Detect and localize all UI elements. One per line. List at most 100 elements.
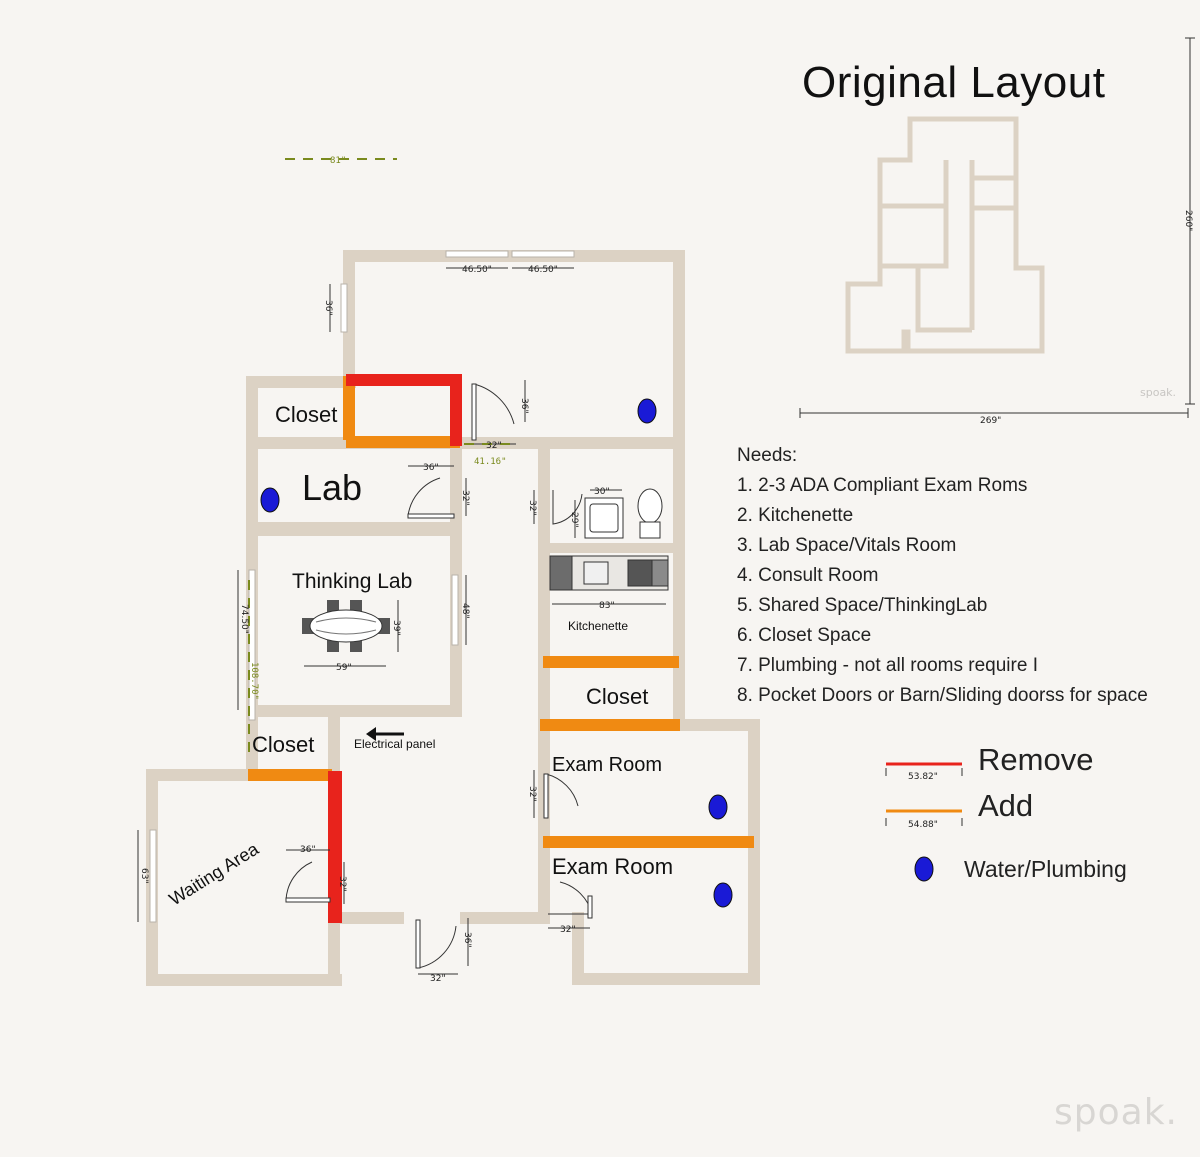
- needs-item: 7. Plumbing - not all rooms require I: [737, 655, 1038, 676]
- door-exam-2: [548, 881, 593, 915]
- legend-remove-line: [885, 762, 963, 776]
- dim-kitchen-83: 83": [599, 601, 615, 611]
- green-dimension-lines: [248, 158, 518, 755]
- dim-bath-door-32: 32": [527, 500, 537, 516]
- doors: [285, 383, 593, 969]
- dim-entry-door-32: 32": [430, 974, 446, 984]
- remove-wall-closet-top: [346, 374, 460, 386]
- legend-remove-label: Remove: [978, 742, 1094, 777]
- add-wall-closet-bottom: [346, 436, 460, 448]
- legend-add-dim: 54.88": [908, 820, 938, 830]
- window-top-right: [511, 250, 575, 258]
- room-label-exam-room-1: Exam Room: [552, 754, 662, 776]
- door-exam-1: [545, 773, 579, 818]
- dim-thinking-window-48: 48": [460, 603, 470, 619]
- door-lab: [407, 477, 454, 517]
- legend-add-label: Add: [978, 788, 1034, 823]
- dim-green-108: 108.70": [249, 662, 259, 700]
- minimap-width-label: 269": [980, 416, 1001, 426]
- remove-walls: [328, 374, 462, 923]
- door-entry-leaf: [415, 919, 421, 969]
- window-top-left: [445, 250, 509, 258]
- add-wall-closet-left: [343, 376, 355, 440]
- window-left-thinking: [248, 569, 256, 721]
- room-label-waiting-area: Waiting Area: [166, 838, 263, 909]
- door-exam-2-leaf: [587, 895, 593, 919]
- door-entry: [417, 920, 457, 969]
- dim-exam1-door-32: 32": [527, 786, 537, 802]
- minimap-height-label: 260": [1183, 210, 1193, 231]
- door-waiting: [285, 861, 330, 901]
- dim-green-41: 41.16": [474, 457, 507, 467]
- door-waiting-leaf: [285, 897, 331, 903]
- dim-left-window-top: 36": [323, 300, 333, 316]
- water-icon: [637, 398, 657, 424]
- water-icon: [713, 882, 733, 908]
- needs-heading: Needs:: [737, 445, 798, 466]
- remove-wall-closet-right: [450, 374, 462, 446]
- page-title: Original Layout: [802, 58, 1106, 107]
- needs-item: 1. 2-3 ADA Compliant Exam Roms: [737, 475, 1028, 496]
- legend-add-line: [885, 809, 963, 826]
- dim-top-window-right: 46.50": [528, 265, 558, 275]
- dim-entry-door-36: 36": [462, 932, 472, 948]
- door-bath: [552, 490, 583, 525]
- dim-green-81: 81": [330, 156, 346, 166]
- dim-door-main-36: 36": [519, 398, 529, 414]
- room-label-closet-right: Closet: [586, 684, 648, 709]
- kitchen-counter: [549, 555, 669, 591]
- door-exam-1-leaf: [543, 773, 549, 819]
- electrical-panel-label: Electrical panel: [354, 737, 435, 751]
- dim-door-main-32: 32": [486, 441, 502, 451]
- windows: [149, 250, 575, 923]
- needs-item: 8. Pocket Doors or Barn/Sliding doorss f…: [737, 685, 1148, 706]
- add-wall-kitchen-closet: [543, 656, 679, 668]
- room-label-thinking-lab: Thinking Lab: [292, 570, 412, 593]
- needs-item: 3. Lab Space/Vitals Room: [737, 535, 957, 556]
- door-main-top-leaf: [471, 383, 477, 441]
- dim-waiting-door-32: 32": [337, 876, 347, 892]
- legend-remove-dim: 53.82": [908, 772, 938, 782]
- water-markers: [260, 398, 733, 908]
- room-label-closet-left: Closet: [252, 732, 314, 757]
- dim-top-window-left: 46.50": [462, 265, 492, 275]
- minimap-dimension: [799, 37, 1195, 418]
- room-label-lab: Lab: [302, 467, 362, 508]
- room-label-kitchenette: Kitchenette: [568, 619, 628, 633]
- door-main-top: [473, 383, 515, 440]
- legend-water-label: Water/Plumbing: [964, 856, 1127, 882]
- dim-bath-30: 30": [594, 487, 610, 497]
- brand-watermark: spoak.: [1054, 1092, 1178, 1133]
- water-icon: [260, 487, 280, 513]
- dim-thinking-left-74: 74.50": [239, 604, 249, 634]
- dim-waiting-door-36: 36": [300, 845, 316, 855]
- dim-waiting-window-63: 63": [139, 868, 149, 884]
- add-walls: [248, 376, 754, 848]
- room-label-exam-room-2: Exam Room: [552, 854, 673, 879]
- needs-item: 2. Kitchenette: [737, 505, 854, 526]
- needs-list: Needs: 1. 2-3 ADA Compliant Exam Roms 2.…: [737, 443, 1148, 713]
- arrow-left-icon: [366, 727, 404, 741]
- needs-item: 6. Closet Space: [737, 625, 872, 646]
- needs-item: 5. Shared Space/ThinkingLab: [737, 595, 988, 616]
- add-wall-left-closet: [248, 769, 332, 781]
- conference-table: [302, 600, 390, 652]
- minimap-watermark: spoak.: [1140, 386, 1177, 399]
- window-waiting: [149, 829, 157, 923]
- dim-bath-29: 29": [569, 512, 579, 528]
- dim-table-59: 59": [336, 663, 352, 673]
- door-lab-leaf: [407, 513, 455, 519]
- minimap: [845, 116, 1045, 354]
- dimension-lines: [137, 267, 666, 975]
- needs-item: 4. Consult Room: [737, 565, 879, 586]
- dim-table-39: 39": [391, 620, 401, 636]
- window-thinking: [451, 574, 459, 646]
- legend-water-icon: [914, 856, 934, 882]
- dim-lab-door-32: 32": [460, 490, 470, 506]
- add-wall-closet-exam: [540, 719, 680, 731]
- room-label-closet-top: Closet: [275, 402, 337, 427]
- remove-wall-waiting: [328, 771, 342, 923]
- window-left-top: [340, 283, 348, 333]
- add-wall-exam-exam: [543, 836, 754, 848]
